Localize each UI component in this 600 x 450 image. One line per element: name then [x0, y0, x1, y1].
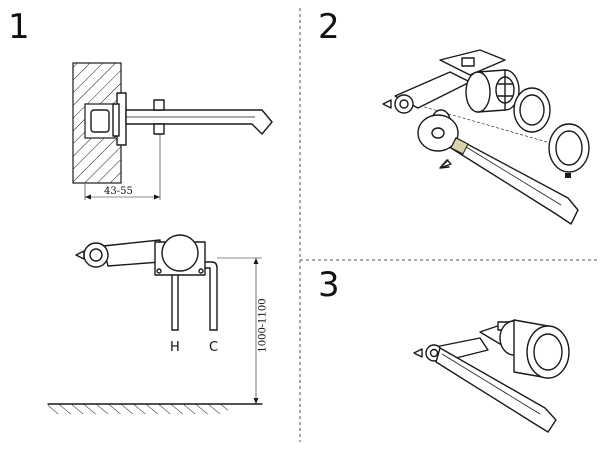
wall-depth-label: 43-55 [104, 186, 133, 197]
handle-disk [161, 234, 199, 272]
hot-pipe [171, 274, 179, 331]
plate-flange [112, 103, 120, 137]
spout-side [125, 109, 273, 135]
mixer-body-in-wall [90, 109, 110, 133]
step1-front-view [47, 234, 263, 414]
step1-side-view [72, 62, 273, 200]
floor-hatch [48, 404, 228, 414]
step-number-2: 2 [318, 7, 340, 47]
front-spout [102, 239, 161, 267]
cold-pipe [204, 261, 218, 331]
spout-collar-bottom [153, 123, 165, 135]
handle-cylinder [465, 71, 491, 113]
step-number-3: 3 [318, 265, 340, 305]
step-number-1: 1 [8, 7, 30, 47]
step2-exploded-view [382, 49, 590, 225]
set-screw [565, 173, 571, 178]
cold-label: C [209, 340, 219, 355]
height-label: 1000-1100 [257, 298, 269, 353]
step3-assembled-view [413, 319, 570, 433]
spout-collar-top [153, 99, 165, 111]
direction-arrow [439, 159, 452, 169]
hot-label: H [170, 340, 180, 355]
